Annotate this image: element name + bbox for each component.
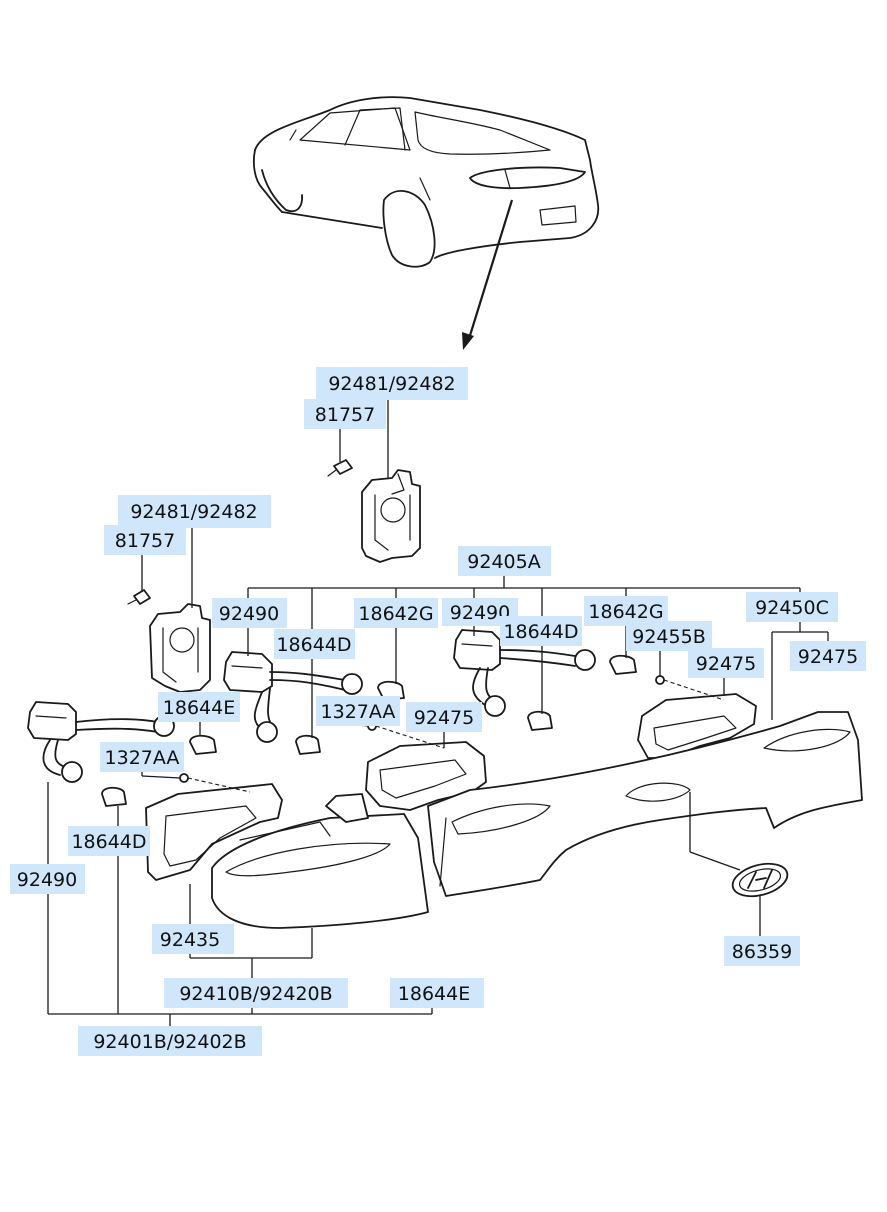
label-1327aa-left: 1327AA: [100, 742, 184, 772]
svg-text:92490: 92490: [219, 603, 279, 625]
label-92455b: 92455B: [626, 621, 712, 651]
upper-screw: [327, 459, 353, 477]
label-92475-far-right: 92475: [790, 641, 866, 671]
center-wiring-harness: [223, 651, 405, 755]
label-92410b-92420b: 92410B/92420B: [164, 978, 348, 1008]
svg-text:92490: 92490: [450, 602, 510, 624]
svg-text:92405A: 92405A: [467, 551, 540, 573]
svg-text:92475: 92475: [798, 646, 858, 668]
svg-text:1327AA: 1327AA: [105, 747, 180, 769]
label-92481-92482-top: 92481/92482: [316, 367, 468, 400]
svg-text:1327AA: 1327AA: [321, 701, 396, 723]
svg-text:18642G: 18642G: [358, 603, 433, 625]
svg-text:18644E: 18644E: [163, 697, 235, 719]
svg-text:18644E: 18644E: [398, 983, 470, 1005]
label-86359: 86359: [724, 936, 800, 966]
label-92490-center: 92490: [212, 598, 287, 628]
svg-text:18644D: 18644D: [276, 634, 351, 656]
svg-text:92490: 92490: [17, 869, 77, 891]
label-18644e-bottom: 18644E: [390, 978, 484, 1008]
label-92481-92482-left: 92481/92482: [118, 495, 271, 528]
left-tail-lamp: [211, 793, 429, 929]
callout-arrow: [462, 199, 514, 350]
label-1327aa-center: 1327AA: [316, 696, 400, 726]
label-18644d-right: 18644D: [500, 616, 582, 646]
svg-text:18642G: 18642G: [588, 601, 663, 623]
label-92475-right: 92475: [688, 648, 764, 678]
label-92450c: 92450C: [746, 592, 838, 622]
label-81757-top: 81757: [304, 399, 386, 429]
label-92435: 92435: [152, 924, 234, 954]
svg-text:92450C: 92450C: [755, 597, 829, 619]
svg-text:18644D: 18644D: [503, 621, 578, 643]
svg-text:92455B: 92455B: [632, 626, 705, 648]
label-18644d-left: 18644D: [68, 826, 150, 856]
label-18644d-center: 18644D: [274, 629, 355, 659]
svg-text:92401B/92402B: 92401B/92402B: [93, 1031, 246, 1053]
svg-text:92475: 92475: [414, 707, 474, 729]
label-81757-left: 81757: [104, 525, 186, 555]
emblem: [731, 862, 789, 898]
part-labels: 92481/92482 81757 92481/92482 81757 9240…: [10, 367, 866, 1056]
label-18642g-center: 18642G: [354, 598, 438, 628]
leader-lines: [47, 400, 829, 1028]
svg-text:92435: 92435: [160, 929, 220, 951]
svg-text:18644D: 18644D: [71, 831, 146, 853]
nut-right: [655, 675, 665, 685]
car-outline-illustration: [252, 96, 600, 268]
left-screw: [127, 589, 151, 605]
svg-text:92481/92482: 92481/92482: [130, 501, 257, 523]
svg-text:92475: 92475: [696, 653, 756, 675]
nut-left: [179, 773, 189, 783]
rear-garnish-panel: [427, 711, 863, 897]
svg-text:92481/92482: 92481/92482: [328, 373, 455, 395]
label-92405a: 92405A: [458, 546, 551, 576]
label-18644e-top: 18644E: [158, 692, 240, 722]
label-92401b-92402b: 92401B/92402B: [78, 1026, 262, 1056]
right-wiring-harness: [453, 629, 637, 731]
svg-text:92410B/92420B: 92410B/92420B: [179, 983, 332, 1005]
left-lamp-gasket: [145, 783, 283, 881]
left-bulb-socket-cover: [149, 603, 211, 693]
svg-text:81757: 81757: [315, 404, 375, 426]
svg-text:81757: 81757: [115, 530, 175, 552]
upper-bulb-socket-cover: [361, 469, 421, 563]
label-92475-center: 92475: [406, 702, 482, 732]
svg-text:86359: 86359: [732, 941, 792, 963]
label-92490-left: 92490: [10, 864, 85, 894]
